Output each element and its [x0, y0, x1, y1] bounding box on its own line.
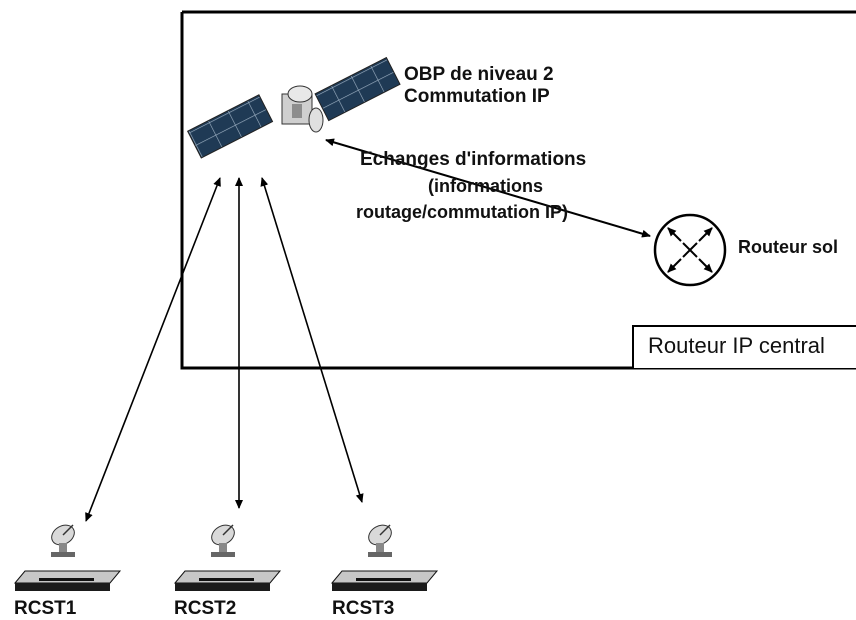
- rcst1-terminal: [13, 524, 122, 591]
- terminal-box-icon: [13, 570, 122, 591]
- exchange-label-line1: Echanges d'informations: [360, 149, 587, 170]
- link-rcst1: [85, 177, 221, 522]
- satellite-dish-icon: [51, 524, 75, 557]
- satellite-label-line2: Commutation IP: [404, 86, 550, 107]
- link-rcst3: [260, 177, 364, 503]
- terminal-box-icon: [173, 570, 282, 591]
- rcst3-terminal: [330, 524, 439, 591]
- link-exchange: [325, 138, 651, 238]
- rcst2-label: RCST2: [174, 598, 237, 619]
- satellite-dish-icon: [211, 524, 235, 557]
- rcst1-label: RCST1: [14, 598, 77, 619]
- satellite-icon: [186, 56, 401, 159]
- satellite-label-line1: OBP de niveau 2: [404, 64, 554, 85]
- rcst2-terminal: [173, 524, 282, 591]
- ground-router-label: Routeur sol: [738, 237, 839, 257]
- central-router-label: Routeur IP central: [648, 333, 825, 358]
- terminal-box-icon: [330, 570, 439, 591]
- exchange-label-line2: (informations: [428, 176, 543, 196]
- satellite-dish-icon: [368, 524, 392, 557]
- rcst3-label: RCST3: [332, 598, 395, 619]
- router-icon: [653, 213, 727, 287]
- central-router-label-box: [632, 325, 856, 368]
- exchange-label-line3: routage/commutation IP): [356, 202, 569, 222]
